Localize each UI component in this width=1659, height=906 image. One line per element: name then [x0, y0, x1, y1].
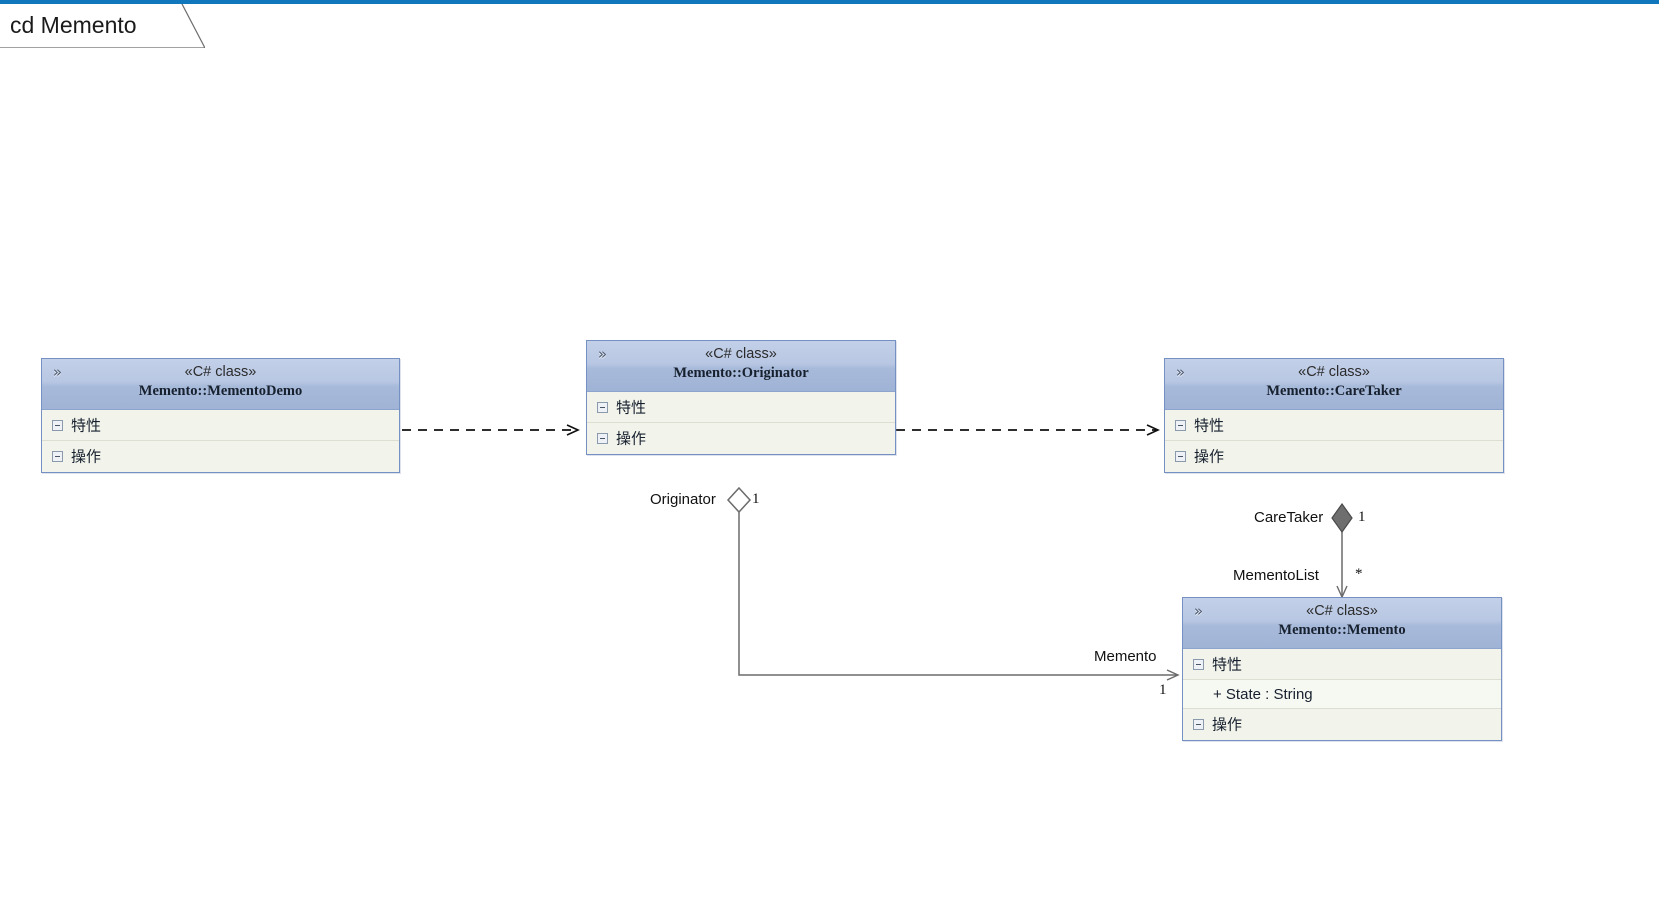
composition-diamond-filled	[1331, 502, 1353, 534]
class-node-mementodemo[interactable]: » «C# class» Memento::MementoDemo 特性 操作	[41, 358, 400, 473]
minus-box-icon[interactable]	[1193, 718, 1204, 730]
class-name: Memento::Memento	[1278, 622, 1406, 638]
class-stereotype: «C# class»	[1298, 364, 1370, 380]
compartment-label: 操作	[71, 448, 102, 466]
compartment-label: 操作	[1212, 716, 1243, 734]
minus-box-icon[interactable]	[597, 432, 608, 444]
compartment-label: 特性	[616, 399, 647, 417]
compartment-operations[interactable]: 操作	[587, 423, 895, 454]
collapse-chevron-icon[interactable]: »	[597, 345, 608, 363]
collapse-chevron-icon[interactable]: »	[1175, 363, 1186, 381]
edge-mult-originator: 1	[752, 491, 760, 507]
aggregation-originator-memento	[726, 486, 1180, 681]
frame-tab-shape	[0, 4, 205, 48]
class-header: » «C# class» Memento::MementoDemo	[42, 359, 399, 410]
minus-box-icon[interactable]	[1193, 658, 1204, 670]
class-node-originator[interactable]: » «C# class» Memento::Originator 特性 操作	[586, 340, 896, 455]
class-stereotype: «C# class»	[184, 364, 257, 380]
edge-role-mementolist: MementoList	[1233, 567, 1319, 584]
edge-mult-mementolist: *	[1355, 566, 1363, 582]
class-header: » «C# class» Memento::Originator	[587, 341, 895, 392]
class-stereotype: «C# class»	[1306, 603, 1378, 619]
frame-tab-label: cd Memento	[10, 12, 137, 38]
collapse-chevron-icon[interactable]: »	[52, 363, 63, 381]
class-stereotype: «C# class»	[705, 346, 777, 362]
minus-box-icon[interactable]	[52, 450, 63, 462]
compartment-operations[interactable]: 操作	[1183, 709, 1501, 740]
compartment-label: 操作	[616, 430, 647, 448]
class-name: Memento::MementoDemo	[138, 383, 303, 399]
compartment-operations[interactable]: 操作	[42, 441, 399, 472]
compartment-attributes[interactable]: 特性	[42, 410, 399, 441]
compartment-label: 特性	[1212, 656, 1243, 674]
compartment-operations[interactable]: 操作	[1165, 441, 1503, 472]
minus-box-icon[interactable]	[52, 419, 63, 431]
edge-mult-caretaker: 1	[1358, 509, 1366, 525]
compartment-label: 操作	[1194, 448, 1225, 466]
diagram-frame-tab[interactable]: cd Memento	[0, 4, 205, 48]
compartment-label: 特性	[71, 417, 102, 435]
class-node-caretaker[interactable]: » «C# class» Memento::CareTaker 特性 操作	[1164, 358, 1504, 473]
minus-box-icon[interactable]	[597, 401, 608, 413]
edge-role-memento: Memento	[1094, 648, 1157, 665]
aggregation-diamond-hollow	[726, 486, 752, 514]
class-node-memento[interactable]: » «C# class» Memento::Memento 特性 + State…	[1182, 597, 1502, 741]
edge-mult-memento: 1	[1159, 682, 1167, 698]
minus-box-icon[interactable]	[1175, 419, 1186, 431]
edge-role-originator: Originator	[650, 491, 716, 508]
class-name: Memento::Originator	[673, 365, 809, 381]
attribute-row[interactable]: + State : String	[1183, 680, 1501, 709]
window-accent-bar	[0, 0, 1659, 4]
compartment-attributes[interactable]: 特性	[1165, 410, 1503, 441]
class-name: Memento::CareTaker	[1266, 383, 1402, 399]
compartment-label: 特性	[1194, 417, 1225, 435]
compartment-attributes[interactable]: 特性	[587, 392, 895, 423]
class-header: » «C# class» Memento::CareTaker	[1165, 359, 1503, 410]
compartment-attributes[interactable]: 特性	[1183, 649, 1501, 680]
class-header: » «C# class» Memento::Memento	[1183, 598, 1501, 649]
minus-box-icon[interactable]	[1175, 450, 1186, 462]
edge-role-caretaker: CareTaker	[1254, 509, 1324, 526]
composition-caretaker-memento	[1331, 502, 1353, 599]
collapse-chevron-icon[interactable]: »	[1193, 602, 1204, 620]
